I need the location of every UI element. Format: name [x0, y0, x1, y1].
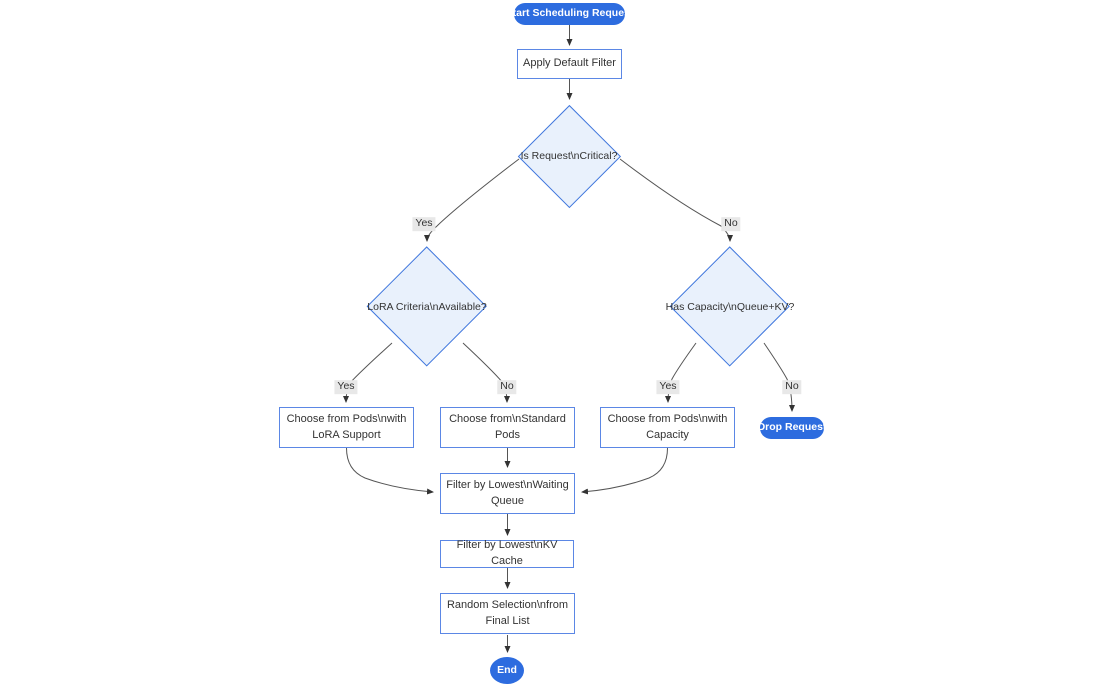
node-random-selection-final-list: Random Selection\nfrom Final List: [440, 593, 575, 634]
edge-label-critical-yes: Yes: [412, 217, 436, 231]
node-label: LoRA Criteria\nAvailable?: [367, 301, 487, 313]
edge-capacity-no-to-drop: [763, 342, 795, 412]
node-label: Random Selection\nfrom Final List: [446, 598, 569, 627]
node-label: Has Capacity\nQueue+KV?: [665, 301, 795, 313]
edge-label-lora-yes: Yes: [334, 380, 358, 394]
node-label: Is Request\nCritical?: [520, 150, 618, 162]
node-end: End: [490, 657, 524, 684]
edge-label-capacity-yes: Yes: [656, 380, 680, 394]
decision-lora-criteria-available: LoRA Criteria\nAvailable?: [366, 246, 488, 368]
decision-is-request-critical: Is Request\nCritical?: [517, 104, 621, 208]
node-label: Apply Default Filter: [523, 57, 616, 70]
edge-critical-no-to-capacity: [619, 158, 733, 242]
node-apply-default-filter: Apply Default Filter: [517, 49, 622, 79]
node-filter-lowest-waiting-queue: Filter by Lowest\nWaiting Queue: [440, 473, 575, 514]
node-filter-lowest-kv-cache: Filter by Lowest\nKV Cache: [440, 539, 574, 568]
node-choose-pods-capacity: Choose from Pods\nwith Capacity: [600, 407, 735, 448]
edge-capacity-yes-to-choosecap: [665, 342, 697, 403]
node-label: Filter by Lowest\nWaiting Queue: [446, 478, 569, 507]
node-label: Choose from\nStandard Pods: [449, 412, 566, 441]
edge-chooselora-to-filterwq: [346, 447, 434, 495]
node-label: Choose from Pods\nwith LoRA Support: [286, 412, 407, 441]
edge-choosecap-to-filterwq: [581, 447, 668, 495]
node-start-scheduling-request: Start Scheduling Request: [506, 3, 633, 25]
node-label: Start Scheduling Request: [505, 7, 634, 20]
edge-label-critical-no: No: [721, 217, 741, 231]
node-label: Filter by Lowest\nKV Cache: [456, 539, 558, 567]
node-label: End: [497, 663, 517, 676]
decision-has-capacity-queue-kv: Has Capacity\nQueue+KV?: [666, 246, 794, 368]
node-choose-pods-lora-support: Choose from Pods\nwith LoRA Support: [279, 407, 414, 448]
edge-label-capacity-no: No: [782, 380, 802, 394]
node-drop-request: Drop Request: [757, 417, 827, 439]
node-label: Choose from Pods\nwith Capacity: [607, 412, 728, 441]
node-label: Drop Request: [757, 421, 827, 434]
edge-critical-yes-to-lora: [424, 158, 520, 242]
node-choose-standard-pods: Choose from\nStandard Pods: [440, 407, 575, 448]
edge-label-lora-no: No: [497, 380, 517, 394]
